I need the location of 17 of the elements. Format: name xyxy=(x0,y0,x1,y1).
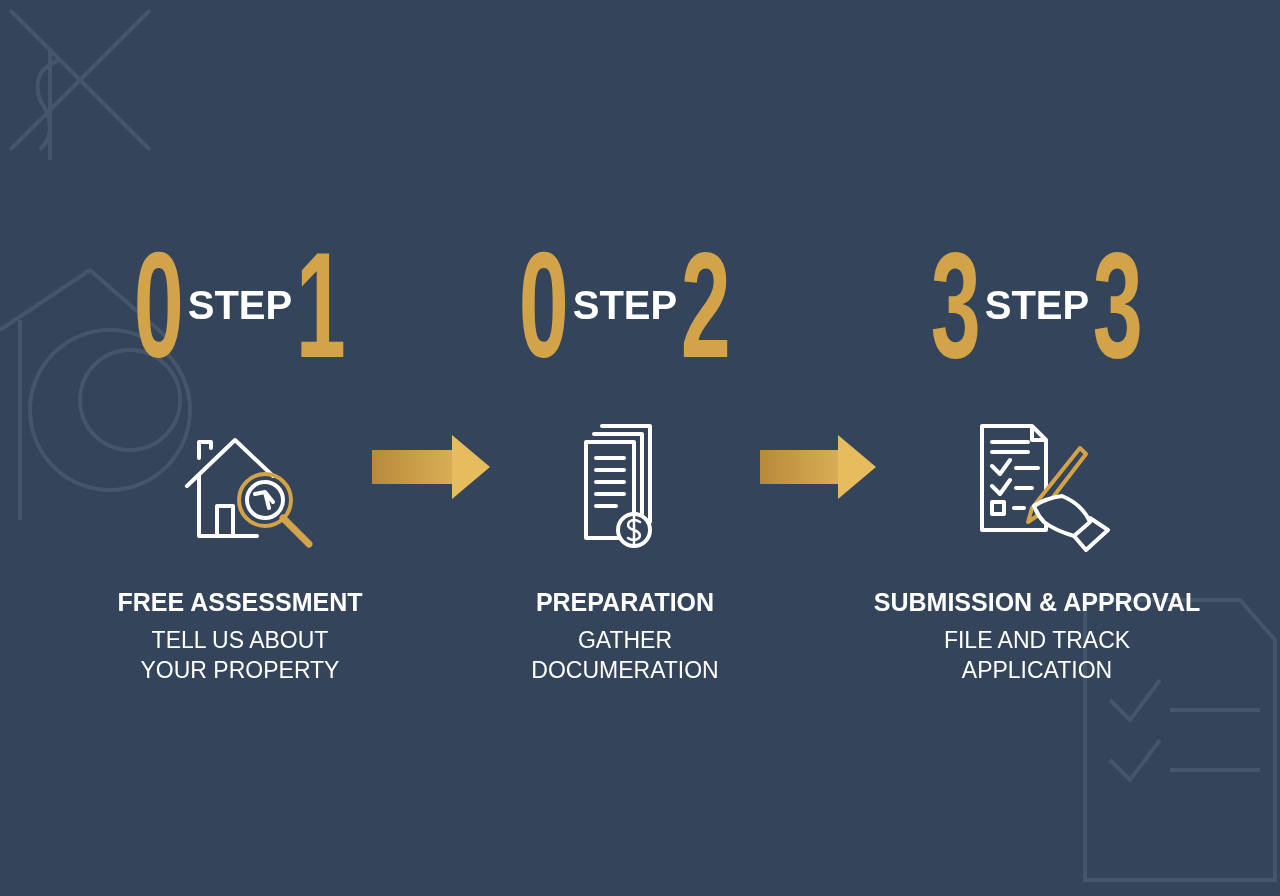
arrow xyxy=(760,435,876,499)
step-description: TELL US ABOUT YOUR PROPERTY xyxy=(140,626,340,685)
step-label: STEP xyxy=(187,282,293,328)
step-digit: 0 xyxy=(134,245,185,365)
step-number: 1 xyxy=(295,245,346,365)
step-digit: 3 xyxy=(931,245,982,365)
step-label: STEP xyxy=(572,282,678,328)
step-description: GATHER DOCUMERATION xyxy=(530,626,720,685)
step-title: PREPARATION xyxy=(535,588,715,617)
step-title: SUBMISSION & APPROVAL xyxy=(873,588,1201,617)
step-digit: 0 xyxy=(519,245,570,365)
step-title: FREE ASSESSMENT xyxy=(117,588,363,617)
step-number: 3 xyxy=(1092,245,1143,365)
step-number: 2 xyxy=(680,245,731,365)
arrow xyxy=(372,435,490,499)
step-description: FILE AND TRACK APPLICATION xyxy=(942,626,1132,685)
step-label: STEP xyxy=(984,282,1090,328)
